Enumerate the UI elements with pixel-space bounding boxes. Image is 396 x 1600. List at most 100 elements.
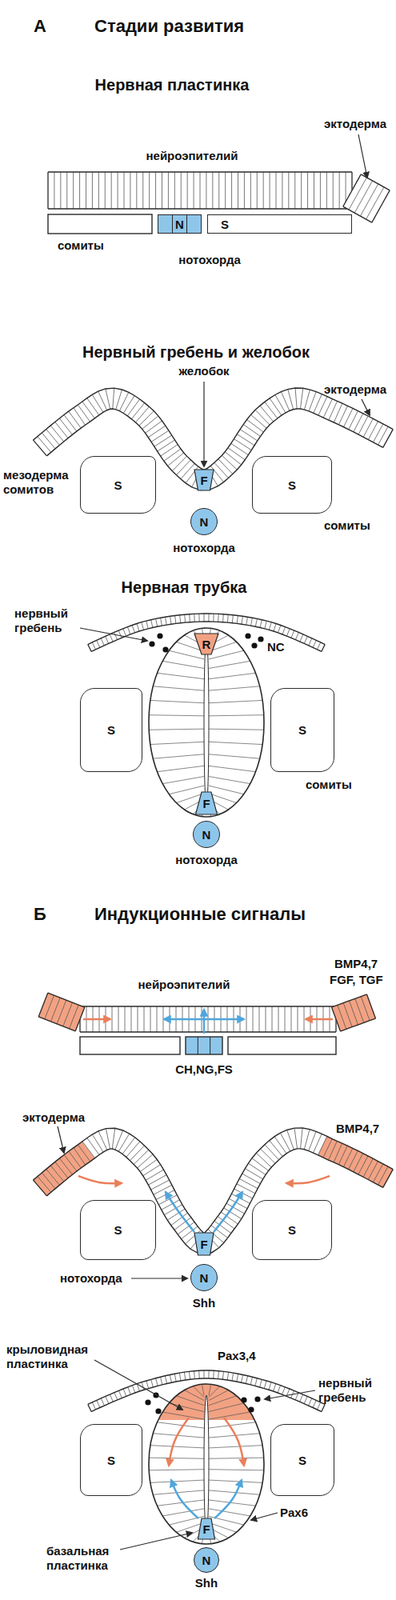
cell-wall <box>118 630 122 638</box>
somite-box: S <box>252 456 332 514</box>
cell-wall <box>284 1006 286 1032</box>
cell-wall <box>237 172 239 209</box>
cell-wall <box>294 1128 298 1149</box>
cell-wall <box>242 1173 261 1184</box>
cell-wall <box>148 1469 204 1471</box>
cell-wall <box>337 1004 347 1029</box>
tissue-cell <box>175 615 181 624</box>
cell-wall <box>135 406 149 423</box>
cell-wall <box>250 414 267 428</box>
part-label: эктодерма <box>22 1110 85 1125</box>
tissue-edge <box>80 1031 336 1032</box>
cell-wall <box>118 1390 122 1398</box>
tissue-cell <box>265 1006 272 1032</box>
cell-wall <box>201 1384 204 1396</box>
plate-wedge <box>194 633 219 655</box>
cell-wall <box>137 1006 139 1032</box>
cell-wall <box>295 388 297 409</box>
cell-wall <box>227 614 229 623</box>
cell-wall <box>268 622 272 631</box>
cell-wall <box>208 754 260 759</box>
cell-wall <box>33 1180 48 1196</box>
cell-wall <box>355 998 364 1023</box>
neural-tube <box>148 628 264 817</box>
node-letter: S <box>107 1454 116 1467</box>
cell-wall <box>51 997 61 1022</box>
signal-arrow <box>203 1009 206 1034</box>
cell-wall <box>156 1378 159 1387</box>
tissue-cell <box>73 172 80 209</box>
cell-wall <box>124 1006 126 1032</box>
cell-wall <box>197 1036 199 1055</box>
neural-tube <box>148 1384 264 1544</box>
cell-wall <box>354 180 372 213</box>
tissue-cell <box>105 388 115 409</box>
cell-wall <box>150 700 204 703</box>
notochord-block: N <box>157 214 202 234</box>
cell-wall <box>150 1445 204 1448</box>
cell-wall <box>255 618 257 627</box>
cell-wall <box>92 1402 96 1410</box>
cell-wall <box>92 394 104 412</box>
cell-wall <box>208 1390 229 1401</box>
signal-arrow <box>224 1417 244 1466</box>
cell-wall <box>180 172 182 209</box>
cell-wall <box>300 172 302 209</box>
cell-wall <box>264 1144 280 1160</box>
cell-wall <box>218 172 220 209</box>
tissue-cell <box>156 1006 164 1032</box>
cell-wall <box>116 389 123 410</box>
cell-wall <box>82 401 96 419</box>
cell-wall <box>349 1000 359 1025</box>
cell-wall <box>105 1396 109 1404</box>
cell-wall <box>129 1145 144 1161</box>
neural-crest-cell <box>156 632 163 639</box>
cell-wall <box>114 1392 118 1400</box>
cell-wall <box>208 660 251 668</box>
tissue-cell <box>118 1006 125 1032</box>
cell-wall <box>105 1128 110 1149</box>
cell-wall <box>117 172 119 209</box>
tissue-cell <box>360 994 376 1021</box>
cell-wall <box>252 1158 269 1172</box>
cell-wall <box>151 620 153 628</box>
cell-wall <box>131 403 144 420</box>
part-label: эктодерма <box>324 116 387 132</box>
cell-wall <box>167 1208 185 1220</box>
cell-wall <box>326 172 328 209</box>
cell-wall <box>256 172 258 209</box>
part-label: сомиты <box>57 238 104 253</box>
node-letter: S <box>220 218 229 231</box>
cell-wall <box>252 1006 254 1032</box>
leader-line <box>131 1277 188 1279</box>
tissue-cell <box>301 172 308 209</box>
cell-wall <box>240 429 258 441</box>
neural-crest-cell <box>257 636 264 642</box>
cell-wall <box>276 172 277 209</box>
node-letter: N <box>200 1272 209 1284</box>
tissue-cell <box>284 1006 292 1032</box>
cell-wall <box>170 616 172 624</box>
cell-wall <box>85 172 87 209</box>
cell-wall <box>208 1384 212 1396</box>
tissue-cell <box>208 1370 214 1379</box>
cell-wall <box>236 615 238 624</box>
tissue-cell <box>225 172 232 209</box>
cell-wall <box>123 1388 127 1396</box>
cell-wall <box>140 1159 157 1172</box>
tissue-cell <box>112 1006 119 1032</box>
part-label: нейроэпителий <box>138 977 231 992</box>
cell-wall <box>304 389 311 410</box>
tissue-block <box>185 1036 223 1055</box>
cell-wall <box>124 172 125 209</box>
cell-wall <box>208 741 263 744</box>
cell-wall <box>308 638 312 646</box>
cell-wall <box>304 1396 308 1404</box>
cell-wall <box>47 172 48 209</box>
cell-wall <box>304 1129 310 1150</box>
cell-wall <box>88 644 92 652</box>
cell-wall <box>312 640 316 648</box>
node-letter: S <box>288 479 296 492</box>
cell-wall <box>231 172 232 209</box>
cell-wall <box>212 1370 215 1379</box>
